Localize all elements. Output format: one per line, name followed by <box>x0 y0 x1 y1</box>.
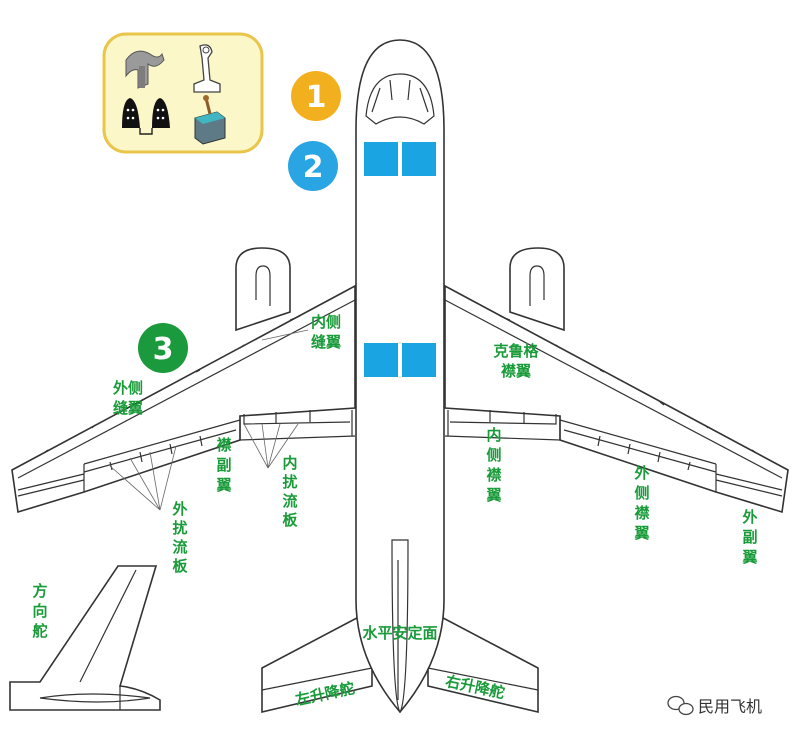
rudder-label-2: 向 <box>32 602 47 620</box>
right-aileron-label-2: 副 <box>742 528 757 546</box>
flap-lever-icon <box>194 95 226 145</box>
control-yoke-icon <box>125 50 165 89</box>
badge-2-number: 2 <box>303 150 324 185</box>
right-inner-flap-label-1: 内 <box>486 426 501 444</box>
right-wing <box>444 284 789 514</box>
badge-1-number: 1 <box>306 80 327 115</box>
right-outer-flap-label-2: 侧 <box>634 484 649 502</box>
left-inner-spoiler-label-3: 流 <box>282 492 297 510</box>
outer-slat-label-2: 缝翼 <box>113 399 143 417</box>
spoiler-panels-aft <box>364 343 436 377</box>
badge-3: 3 <box>138 323 188 373</box>
left-inner-spoiler-label-2: 扰 <box>282 473 297 491</box>
horizontal-stabilizer-label: 水平安定面 <box>362 624 437 642</box>
badge-2: 2 <box>288 141 338 191</box>
krueger-flap-label-2: 襟翼 <box>501 362 531 380</box>
fuselage <box>355 39 445 714</box>
spoiler-panel <box>364 343 398 377</box>
right-engine <box>509 247 565 332</box>
watermark: 民用飞机 <box>667 695 762 716</box>
wechat-icon <box>667 695 694 716</box>
spoiler-panel <box>402 343 436 377</box>
badge-3-number: 3 <box>153 332 174 367</box>
right-outer-flap-label-3: 襟 <box>634 504 649 522</box>
right-inner-flap-label-2: 侧 <box>486 446 501 464</box>
left-inner-spoiler-label-4: 板 <box>282 511 298 529</box>
left-engine <box>235 247 291 332</box>
badge-1: 1 <box>291 71 341 121</box>
watermark-text: 民用飞机 <box>698 697 762 716</box>
right-inner-flap-label-3: 襟 <box>486 466 501 484</box>
cockpit-controls-panel <box>102 32 264 154</box>
horizontal-tail <box>261 608 539 714</box>
left-flaperon-label-3: 翼 <box>215 476 231 494</box>
right-outer-flap-label-1: 外 <box>633 464 649 482</box>
left-outer-spoiler-label-4: 板 <box>172 557 188 575</box>
rudder-label-3: 舵 <box>32 622 47 640</box>
left-flaperon-label-1: 襟 <box>216 436 231 454</box>
outer-slat-label-1: 外侧 <box>112 379 143 397</box>
side-stick-icon <box>193 44 221 93</box>
spoiler-panel <box>364 142 398 176</box>
left-wing <box>11 284 356 514</box>
inner-slat-label-2: 缝翼 <box>311 333 341 351</box>
left-flaperon-label-2: 副 <box>216 456 231 474</box>
pedals-icon <box>122 98 170 135</box>
left-outer-spoiler-label-1: 外 <box>171 500 187 518</box>
left-outer-spoiler-label-2: 扰 <box>172 519 187 537</box>
left-outer-spoiler-label-3: 流 <box>172 538 187 556</box>
right-aileron-label-3: 翼 <box>741 548 757 566</box>
vertical-tail <box>9 565 161 711</box>
right-aileron-label-1: 外 <box>741 508 757 526</box>
left-inner-spoiler-label-1: 内 <box>282 454 297 472</box>
spoiler-panel <box>402 142 436 176</box>
krueger-flap-label-1: 克鲁格 <box>493 342 539 360</box>
rudder-label-1: 方 <box>32 582 47 600</box>
right-inner-flap-label-4: 翼 <box>485 486 501 504</box>
leader-lines <box>109 329 309 511</box>
right-outer-flap-label-4: 翼 <box>633 524 649 542</box>
spoiler-panels-forward <box>364 142 436 176</box>
inner-slat-label-1: 内侧 <box>311 313 341 331</box>
